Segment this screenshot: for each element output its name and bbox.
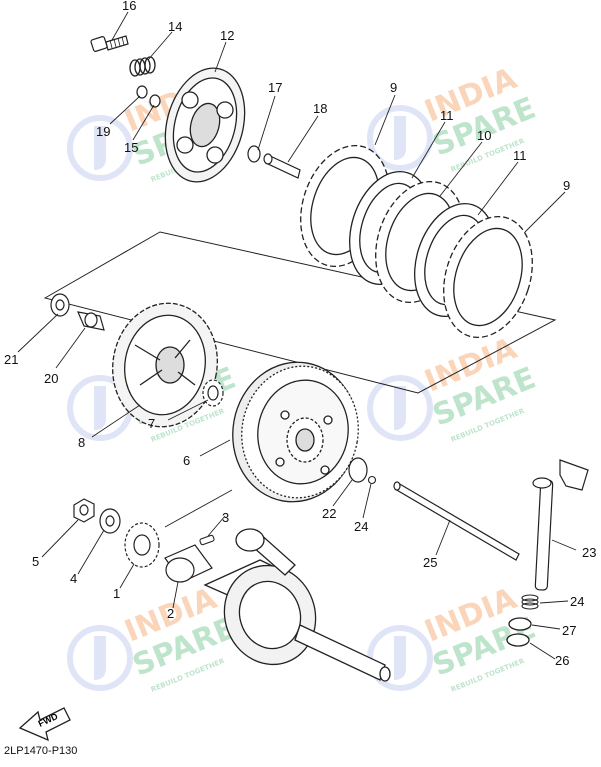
callout-1: 1 (113, 586, 120, 601)
callout-20: 21 (4, 352, 18, 367)
part-6-clutch-housing (232, 361, 359, 503)
part-23-spring (521, 594, 539, 610)
callout-11-top: 11 (440, 108, 454, 123)
part-13-spring (129, 56, 156, 77)
part-1-primary-drive-gear (124, 522, 160, 568)
callout-5: 5 (32, 554, 39, 569)
part-5-nut (73, 498, 95, 523)
callout-25: 24 (354, 519, 368, 534)
leader-lines (17, 11, 577, 660)
part-7-collar (202, 379, 224, 407)
callout-9-bottom: 9 (563, 178, 570, 193)
part-15-washer (247, 145, 261, 163)
callout-4: 4 (70, 571, 77, 586)
callout-22: 23 (582, 545, 596, 560)
callout-24: 25 (423, 555, 437, 570)
callout-labels: 16 14 12 17 18 9 11 10 11 9 19 15 21 20 … (4, 0, 596, 668)
callout-26: 26 (555, 653, 569, 668)
part-19-lock-washer (77, 311, 105, 331)
callout-18: 19 (96, 124, 110, 139)
part-27-oil-seal (508, 617, 532, 631)
callout-17: 15 (124, 140, 138, 155)
part-25-ball (367, 475, 377, 485)
part-21-washer (348, 457, 368, 483)
part-12-pressure-plate (164, 67, 246, 183)
part-24-push-rod (393, 481, 520, 561)
part-4-washer (99, 508, 121, 534)
part-16-push-rod (263, 153, 301, 179)
callout-2: 2 (167, 606, 174, 621)
part-18-washer (136, 85, 148, 99)
callout-23: 24 (570, 594, 584, 609)
fwd-arrow-icon (18, 707, 71, 742)
crankshaft-assembly (203, 528, 391, 682)
callout-27: 27 (562, 623, 576, 638)
callout-6: 6 (183, 453, 190, 468)
part-14-bolt (90, 35, 129, 52)
callout-13: 14 (168, 19, 182, 34)
part-22-push-lever-shaft (532, 459, 589, 591)
part-8-clutch-boss (112, 302, 218, 428)
callout-10: 10 (477, 128, 491, 143)
part-2-collar (164, 544, 213, 583)
callout-11-bottom: 11 (513, 148, 527, 163)
callout-12: 12 (220, 28, 234, 43)
part-17-washer (149, 94, 161, 108)
clutch-plate-kit-outline (43, 231, 557, 394)
callout-19: 20 (44, 371, 58, 386)
callout-3: 3 (222, 510, 229, 525)
callout-9-top: 9 (390, 80, 397, 95)
part-3-key (199, 534, 215, 546)
part-26-o-ring (506, 633, 530, 647)
callout-21: 22 (322, 506, 336, 521)
part-20-nut (50, 293, 70, 317)
callout-7: 7 (148, 416, 155, 431)
callout-8: 8 (78, 435, 85, 450)
callout-15: 17 (268, 80, 282, 95)
callout-16: 18 (313, 101, 327, 116)
clutch-plates (300, 144, 533, 339)
callout-14: 16 (122, 0, 136, 13)
reference-code: 2LP1470-P130 (4, 745, 78, 757)
